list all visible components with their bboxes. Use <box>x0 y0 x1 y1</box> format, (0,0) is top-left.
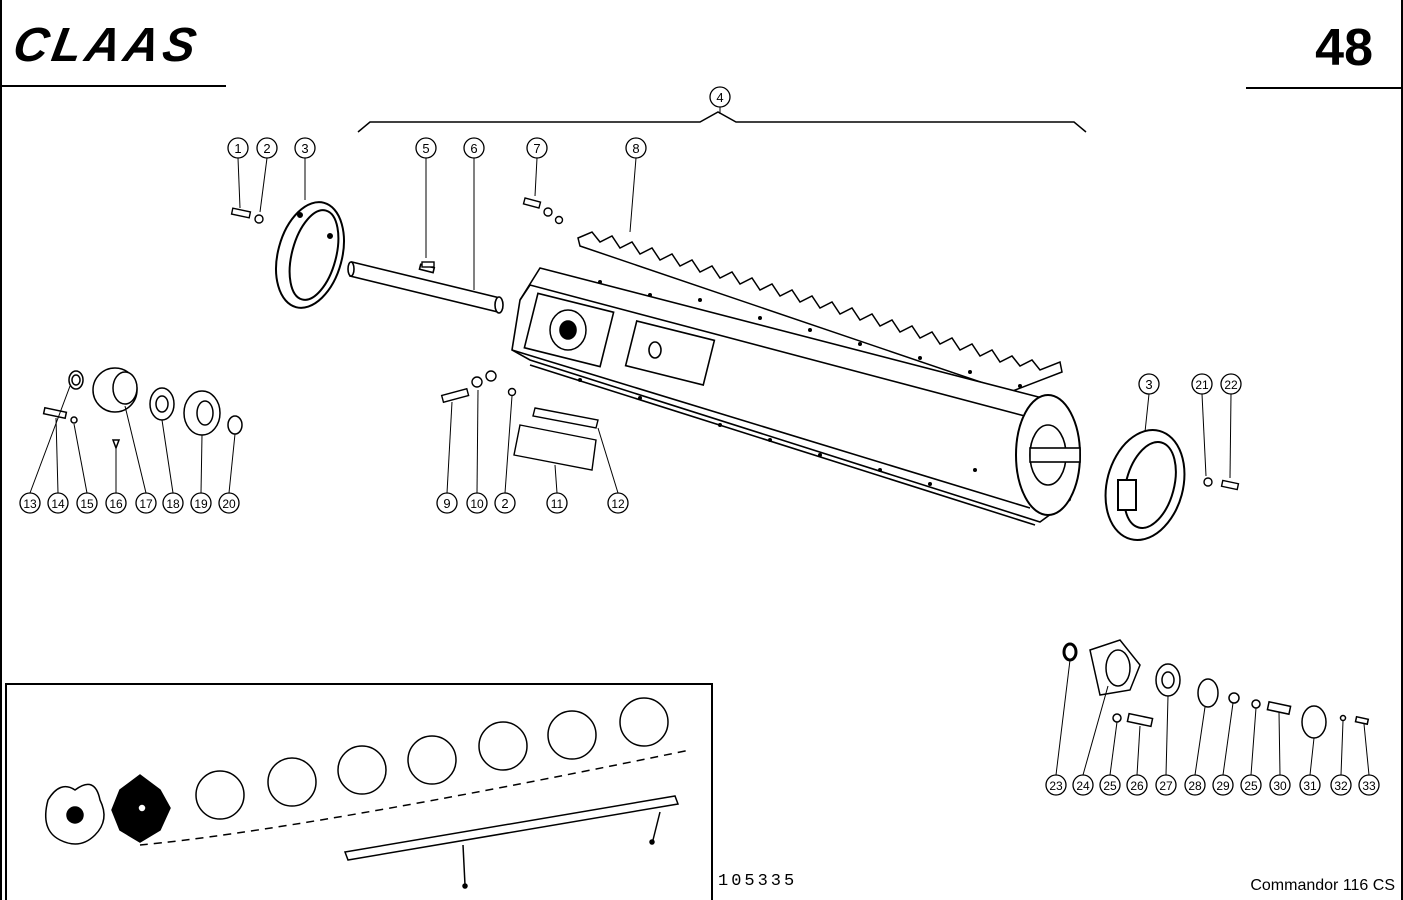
callout-label: 30 <box>1273 779 1287 793</box>
callout: 29 <box>1212 774 1234 796</box>
callout-label: 28 <box>1188 779 1202 793</box>
end-ring-left <box>275 201 345 309</box>
callout-label: 25 <box>1244 779 1258 793</box>
callout: 5 <box>415 137 437 159</box>
callout-label: 16 <box>109 497 123 511</box>
callout-label: 27 <box>1159 779 1173 793</box>
fasteners <box>230 197 1240 491</box>
callout-label: 15 <box>80 497 94 511</box>
shaft-part <box>347 261 504 314</box>
callout-label: 19 <box>194 497 208 511</box>
callout-label: 25 <box>1103 779 1117 793</box>
callout-label: 31 <box>1303 779 1317 793</box>
callout: 2 <box>256 137 278 159</box>
bearing-assembly-left <box>42 367 243 451</box>
callout-label: 3 <box>301 141 308 156</box>
callout: 9 <box>436 492 458 514</box>
callout: 33 <box>1358 774 1380 796</box>
callout: 12 <box>607 492 629 514</box>
callout: 8 <box>625 137 647 159</box>
callout-label: 22 <box>1224 378 1238 392</box>
callout-label: 26 <box>1130 779 1144 793</box>
callout: 6 <box>463 137 485 159</box>
callout-label: 14 <box>51 497 65 511</box>
callout: 27 <box>1155 774 1177 796</box>
callout: 20 <box>218 492 240 514</box>
page-number: 48 <box>1315 19 1373 77</box>
callout: 26 <box>1126 774 1148 796</box>
toothed-strip-part <box>577 231 1063 393</box>
rotor-drum <box>511 267 1081 526</box>
callout: 7 <box>526 137 548 159</box>
callout-label: 2 <box>501 496 508 511</box>
callout-label: 33 <box>1362 779 1376 793</box>
callout-label: 7 <box>533 141 540 156</box>
callout: 4 <box>709 86 731 108</box>
drawing-number: 105335 <box>718 872 798 891</box>
callout-label: 2 <box>263 141 270 156</box>
callout: 32 <box>1330 774 1352 796</box>
inset-sprocket-diagram <box>45 697 691 889</box>
callout: 31 <box>1299 774 1321 796</box>
callout-label: 4 <box>716 90 723 105</box>
callout-label: 9 <box>443 496 450 511</box>
callout: 24 <box>1072 774 1094 796</box>
callout: 13 <box>19 492 41 514</box>
callout: 17 <box>135 492 157 514</box>
callout-label: 1 <box>234 141 241 156</box>
callout-label: 6 <box>470 141 477 156</box>
callout-label: 13 <box>23 497 37 511</box>
callout: 3 <box>1138 373 1160 395</box>
callout: 15 <box>76 492 98 514</box>
group-brace <box>357 111 1087 133</box>
callout: 3 <box>294 137 316 159</box>
callout-label: 8 <box>632 141 639 156</box>
callout: 19 <box>190 492 212 514</box>
callout-circles: 1 2 3 4 5 6 7 8 3 21 22 9 10 2 11 12 13 … <box>19 86 1380 796</box>
callout-label: 23 <box>1049 779 1063 793</box>
callout: 25 <box>1099 774 1121 796</box>
callout-label: 11 <box>551 497 564 511</box>
callout: 2 <box>494 492 516 514</box>
callout-label: 24 <box>1076 779 1090 793</box>
callout: 28 <box>1184 774 1206 796</box>
callout-label: 29 <box>1216 779 1230 793</box>
callout: 10 <box>466 492 488 514</box>
callout: 22 <box>1220 373 1242 395</box>
callout: 23 <box>1045 774 1067 796</box>
callout: 25 <box>1240 774 1262 796</box>
callout: 21 <box>1191 373 1213 395</box>
leader-lines <box>29 107 1370 776</box>
callout-label: 18 <box>166 497 180 511</box>
callout: 14 <box>47 492 69 514</box>
callout-label: 12 <box>611 497 625 511</box>
callout: 11 <box>546 492 568 514</box>
callout: 1 <box>227 137 249 159</box>
callout-label: 17 <box>139 497 153 511</box>
callout-label: 3 <box>1145 377 1152 392</box>
callout-label: 10 <box>470 497 484 511</box>
bearing-assembly-right <box>1062 639 1370 739</box>
callout-label: 21 <box>1195 378 1209 392</box>
callout: 18 <box>162 492 184 514</box>
callout: 16 <box>105 492 127 514</box>
callout: 30 <box>1269 774 1291 796</box>
callout-label: 5 <box>422 141 429 156</box>
model-name: Commandor 116 CS <box>1250 877 1395 894</box>
end-ring-right <box>1104 429 1186 541</box>
callout-label: 32 <box>1334 779 1348 793</box>
callout-label: 20 <box>222 497 236 511</box>
